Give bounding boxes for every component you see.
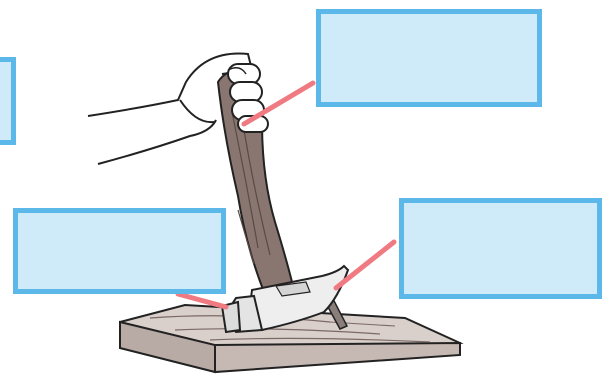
pointer-line-handle-grip (241, 80, 316, 127)
hammer-head (220, 264, 350, 334)
pointer-lines (175, 80, 397, 310)
pointer-line-hammer-face (175, 291, 229, 310)
label-box-right-bottom[interactable] (399, 198, 602, 299)
pointer-line-claw (333, 239, 397, 291)
label-box-left-bottom[interactable] (13, 208, 226, 294)
wooden-board (119, 303, 464, 374)
label-box-left-top[interactable] (0, 57, 16, 145)
label-box-top-right[interactable] (316, 9, 542, 107)
hand (87, 52, 269, 165)
